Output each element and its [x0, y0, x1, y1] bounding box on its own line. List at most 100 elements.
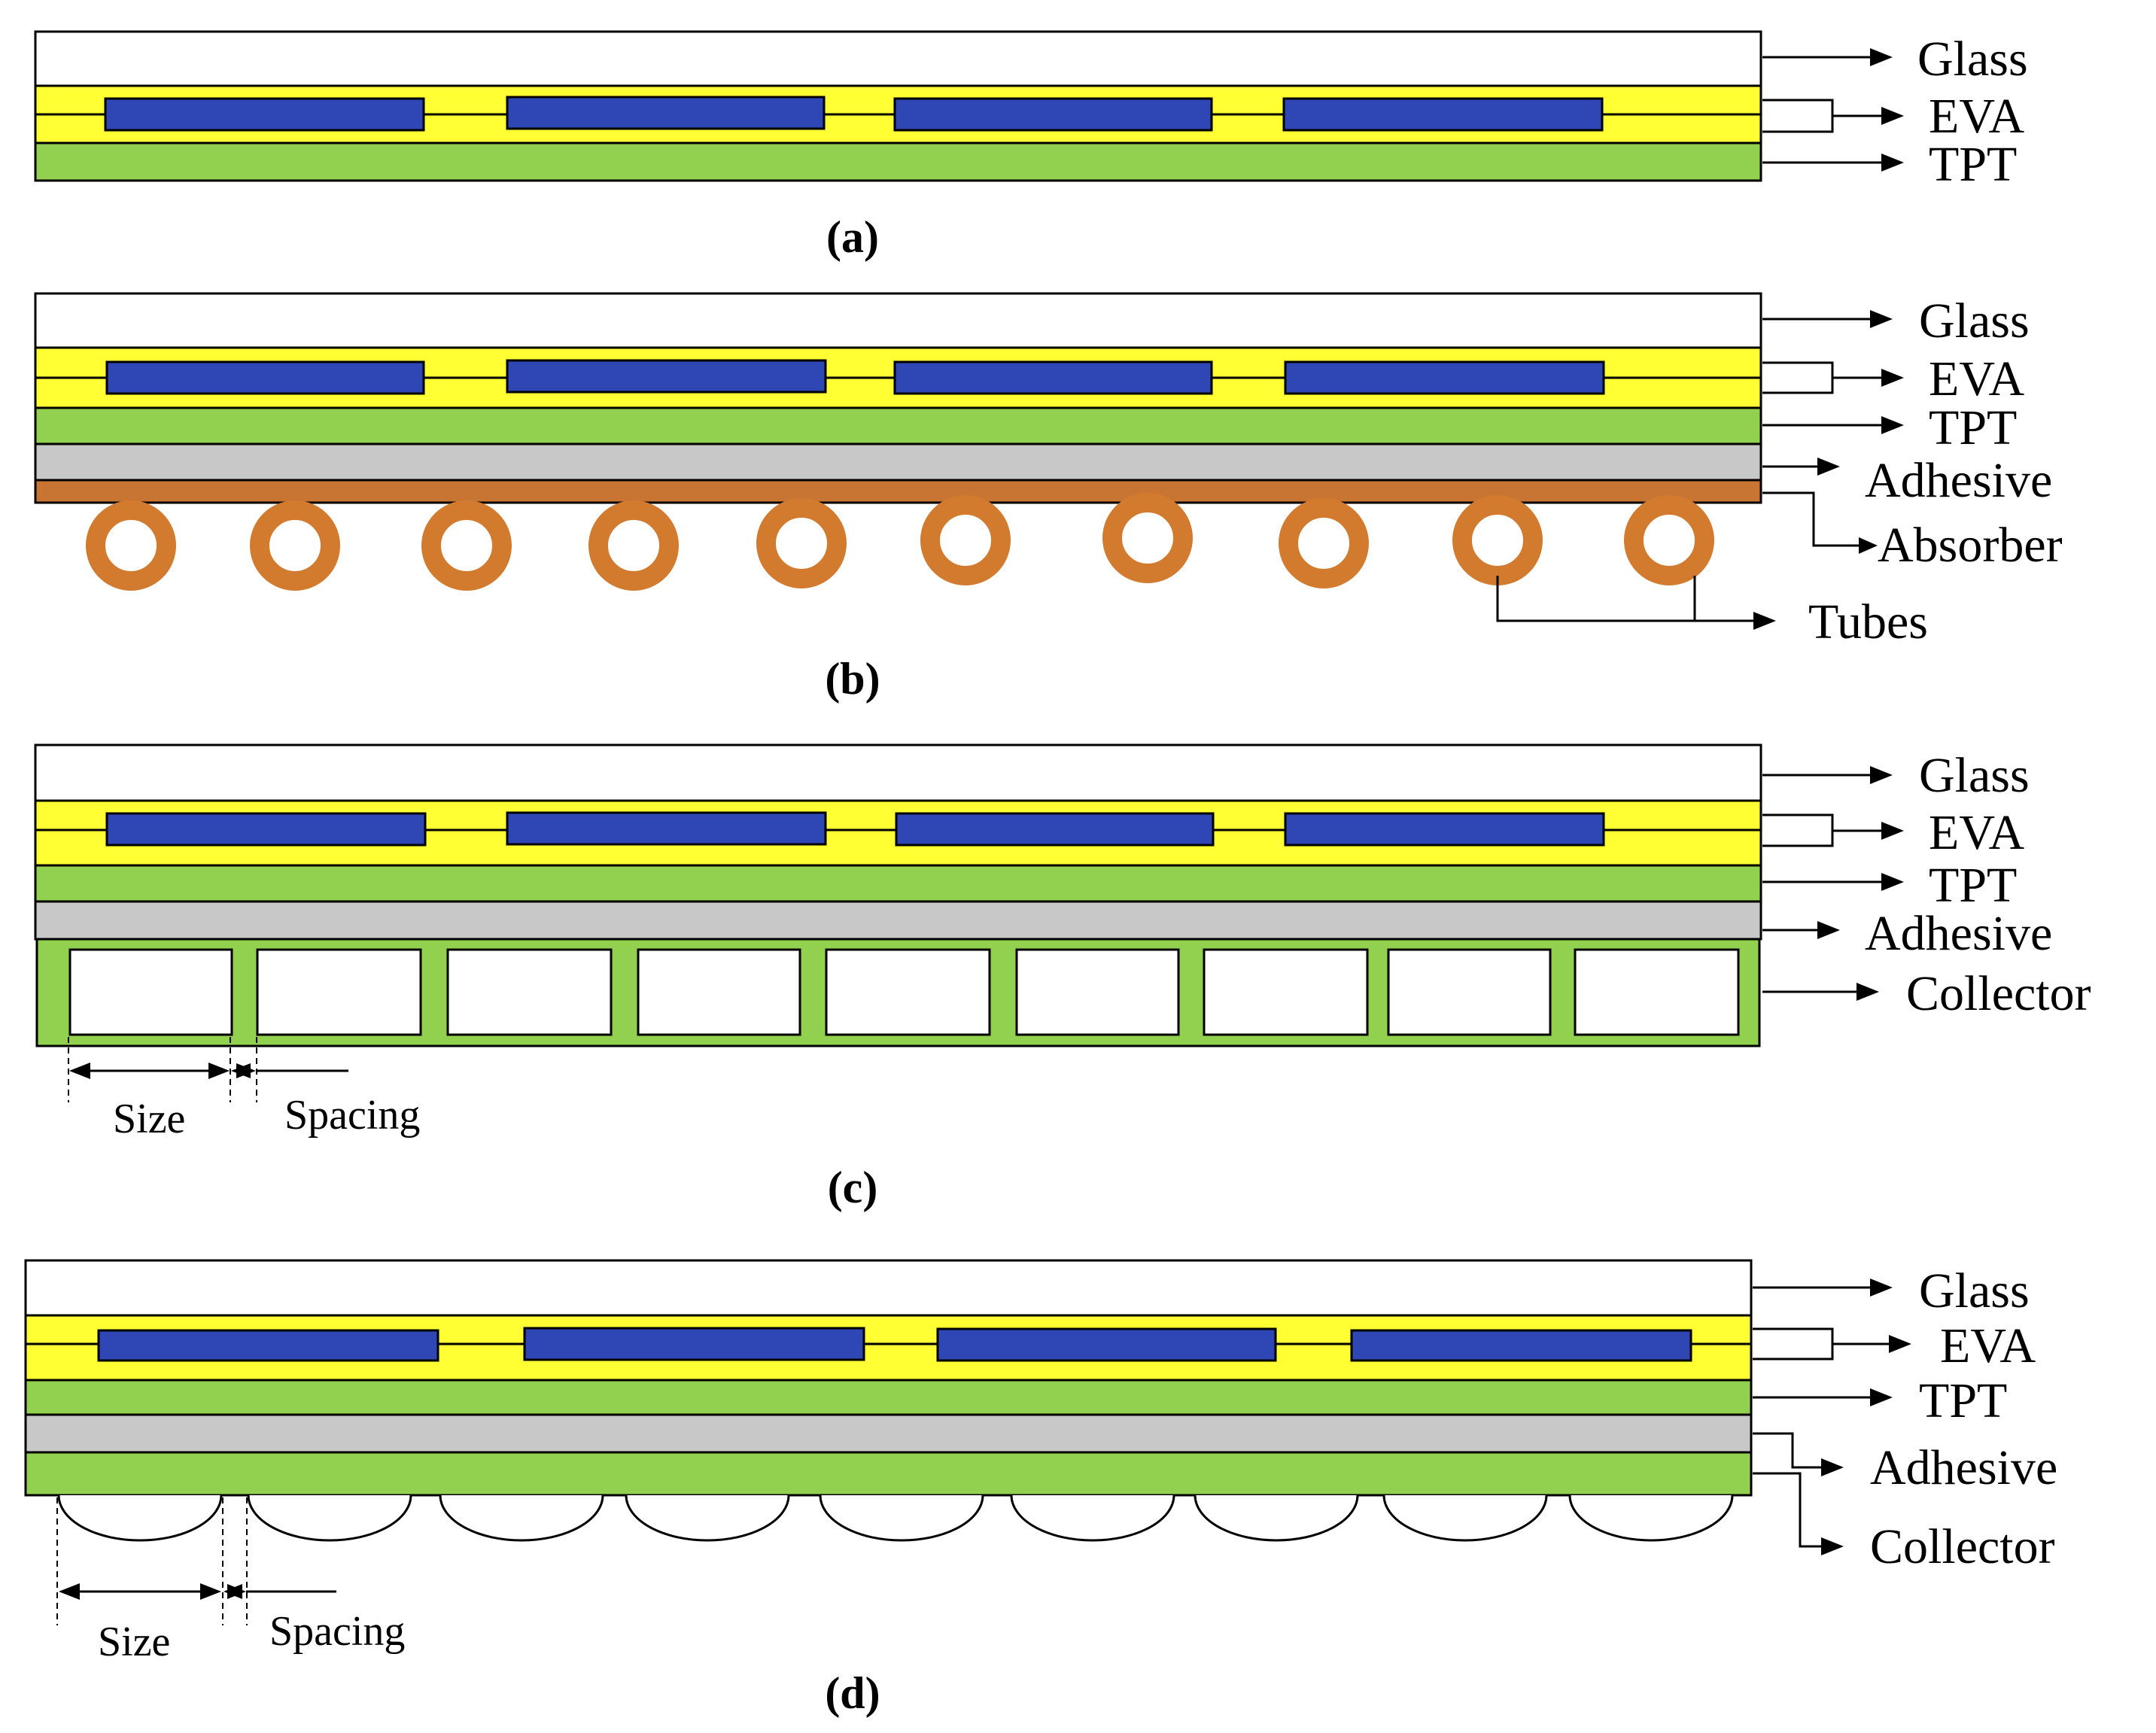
adhesive-label: Adhesive [1865, 906, 2052, 961]
panel-c: Glass EVA TPT Adhesive Collector Size Sp… [34, 743, 2091, 1212]
collector-channel [1010, 1494, 1175, 1542]
panel-d: Glass EVA TPT Adhesive Collector Size Sp… [24, 1259, 2057, 1718]
collector-channel [247, 1494, 412, 1542]
collector-channel [1194, 1494, 1359, 1542]
absorber-plate [34, 479, 1762, 504]
panel-caption: (b) [825, 654, 880, 704]
solar-cell [506, 359, 827, 394]
size-dimension [56, 1497, 224, 1625]
glass-label: Glass [1919, 293, 2030, 348]
eva-leader [1762, 813, 1904, 847]
tpt-label: TPT [1929, 858, 2017, 913]
tube [756, 498, 847, 588]
collector-channel [446, 948, 613, 1036]
panel-caption: (a) [826, 212, 879, 262]
size-label: Size [98, 1619, 170, 1665]
tube [86, 500, 176, 591]
panel-caption: (c) [828, 1163, 878, 1212]
spacing-dimension [231, 1037, 348, 1102]
adhesive-label: Adhesive [1870, 1440, 2057, 1495]
solar-cell [97, 1329, 439, 1362]
eva-leader [1753, 1327, 1911, 1361]
glass-layer [34, 743, 1762, 802]
collector-channel [819, 1494, 984, 1542]
tpt-label: TPT [1929, 400, 2017, 455]
tpt-leader [1762, 873, 1904, 891]
eva-label: EVA [1929, 351, 2024, 406]
eva-label: EVA [1940, 1318, 2036, 1373]
glass-leader [1762, 48, 1893, 66]
solar-cell [506, 811, 827, 846]
solar-cell [1350, 1329, 1692, 1362]
absorber-leader [1762, 491, 1878, 554]
solar-cell [1282, 97, 1604, 132]
adhesive-label: Adhesive [1865, 453, 2052, 508]
glass-leader [1753, 1278, 1893, 1297]
collector-channel [57, 1494, 223, 1542]
size-label: Size [113, 1096, 185, 1142]
collector-channel [1568, 1494, 1734, 1542]
collector-channels [57, 1494, 1734, 1542]
tube [588, 500, 679, 591]
size-dimension [68, 1037, 231, 1102]
adhesive-layer [34, 442, 1762, 482]
adhesive-layer [24, 1413, 1753, 1454]
solar-cell [1284, 360, 1605, 395]
glass-layer [34, 292, 1762, 349]
collector-label: Collector [1906, 966, 2091, 1021]
solar-cell [893, 360, 1213, 395]
tpt-layer [34, 406, 1762, 445]
tpt-leader [1762, 416, 1904, 434]
collector-leader [1753, 1472, 1844, 1555]
tube [1624, 495, 1714, 585]
adhesive-leader [1762, 921, 1840, 939]
glass-label: Glass [1919, 748, 2030, 803]
adhesive-leader [1762, 458, 1840, 476]
tube [1102, 493, 1193, 583]
eva-label: EVA [1929, 89, 2024, 144]
eva-leader [1762, 99, 1904, 133]
tpt-layer [34, 864, 1762, 903]
collector-channel [256, 948, 422, 1036]
panel-caption: (d) [825, 1668, 880, 1718]
glass-label: Glass [1919, 1263, 2030, 1318]
collector-channel [637, 948, 801, 1036]
panel-b: Glass EVA TPT Adhesive Absorber Tubes (b… [34, 292, 2063, 704]
solar-cell [1284, 812, 1605, 847]
solar-cell [105, 812, 427, 847]
glass-leader [1762, 310, 1893, 328]
adhesive-leader [1753, 1432, 1844, 1476]
glass-leader [1762, 766, 1893, 784]
tpt-label: TPT [1919, 1373, 2007, 1428]
solar-cell [105, 360, 425, 395]
tube [1279, 498, 1369, 588]
collector-label: Collector [1870, 1519, 2055, 1574]
tubes-group [86, 493, 1714, 591]
adhesive-layer [34, 900, 1762, 941]
glass-layer [34, 30, 1762, 87]
collector-channel [439, 1494, 604, 1542]
panel-a: Glass EVA TPT (a) [34, 30, 2028, 262]
eva-label: EVA [1929, 805, 2024, 860]
tubes-leader [1496, 576, 1776, 630]
tube [1452, 495, 1543, 585]
glass-layer [24, 1259, 1753, 1317]
collector-channel [1387, 948, 1552, 1036]
collector-channel [1382, 1494, 1548, 1542]
solar-cell [895, 812, 1215, 847]
solar-cell [936, 1327, 1277, 1362]
tpt-layer [24, 1379, 1753, 1416]
tube [920, 495, 1011, 585]
spacing-label: Spacing [284, 1092, 420, 1139]
collector-body [24, 1451, 1753, 1497]
tpt-layer [34, 141, 1762, 182]
tube [421, 500, 512, 591]
absorber-label: Absorber [1878, 518, 2063, 573]
solar-cell [893, 97, 1213, 132]
collector-channel [1203, 948, 1369, 1036]
eva-leader [1762, 361, 1904, 394]
collector-channel [1574, 948, 1740, 1036]
tpt-leader [1753, 1388, 1893, 1406]
collector-channel [1015, 948, 1180, 1036]
